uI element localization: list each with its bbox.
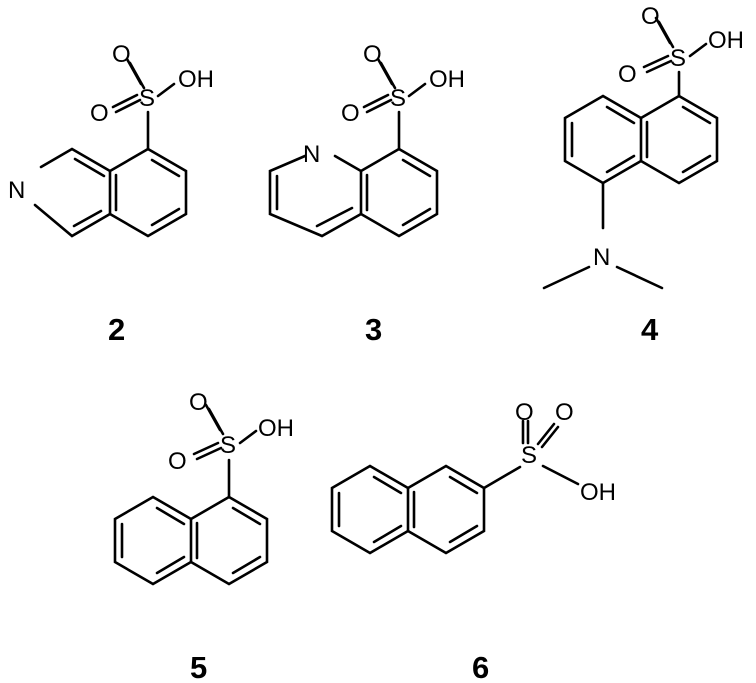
- atom-o: O: [168, 448, 187, 475]
- sulfonyl-bonds: [482, 419, 580, 490]
- ring-bonds: [406, 464, 486, 555]
- atom-o: O: [618, 61, 637, 88]
- molecule-6: S O O OH 6: [330, 399, 616, 683]
- compound-label: 6: [472, 650, 489, 683]
- atom-o: O: [112, 41, 131, 68]
- ring-bonds: [330, 464, 410, 555]
- ring-bonds: [108, 147, 188, 238]
- atom-o: O: [363, 41, 382, 68]
- ring-bonds: [268, 154, 363, 238]
- molecule-3: S O O OH N 3: [268, 41, 465, 347]
- atom-oh: OH: [258, 415, 294, 442]
- ring-bonds: [639, 94, 719, 185]
- atom-s: S: [220, 432, 236, 459]
- molecule-2: S O O OH N 2: [8, 41, 214, 347]
- ring-bonds: [33, 147, 112, 238]
- atom-s: S: [139, 85, 155, 112]
- ring-bonds: [359, 147, 439, 238]
- atom-o: O: [641, 3, 660, 30]
- atom-oh: OH: [178, 66, 214, 93]
- atom-o: O: [515, 399, 534, 426]
- atom-s: S: [521, 442, 537, 469]
- double-bonds: [337, 475, 479, 544]
- atom-o: O: [189, 389, 208, 416]
- atom-s: S: [670, 45, 686, 72]
- atom-n: N: [593, 244, 610, 271]
- double-bonds: [120, 506, 262, 575]
- ring-bonds: [189, 495, 269, 586]
- double-bonds: [275, 158, 432, 228]
- compound-label: 3: [365, 312, 382, 347]
- atom-o: O: [555, 399, 574, 426]
- sulfonyl-bonds: [362, 57, 427, 151]
- atom-o: O: [341, 100, 360, 127]
- ring-bonds: [113, 495, 193, 586]
- sulfonyl-bonds: [192, 403, 258, 499]
- ring-bonds: [563, 94, 643, 185]
- double-bonds: [72, 157, 181, 228]
- sulfonyl-bonds: [111, 57, 176, 151]
- molecule-5: S O O OH 5: [113, 389, 294, 683]
- molecule-4: S O O OH N 4: [542, 3, 744, 347]
- atom-n: N: [303, 141, 320, 168]
- atom-oh: OH: [708, 27, 744, 54]
- compound-label: 2: [108, 312, 125, 347]
- atom-n: N: [8, 177, 25, 204]
- sulfonyl-bonds: [642, 16, 708, 98]
- compound-label: 4: [641, 312, 659, 347]
- double-bonds: [570, 105, 712, 174]
- atom-oh: OH: [580, 479, 616, 506]
- atom-o: O: [90, 100, 109, 127]
- atom-oh: OH: [429, 66, 465, 93]
- compound-label: 5: [190, 650, 207, 683]
- atom-s: S: [390, 85, 406, 112]
- amine-bonds: [542, 181, 664, 290]
